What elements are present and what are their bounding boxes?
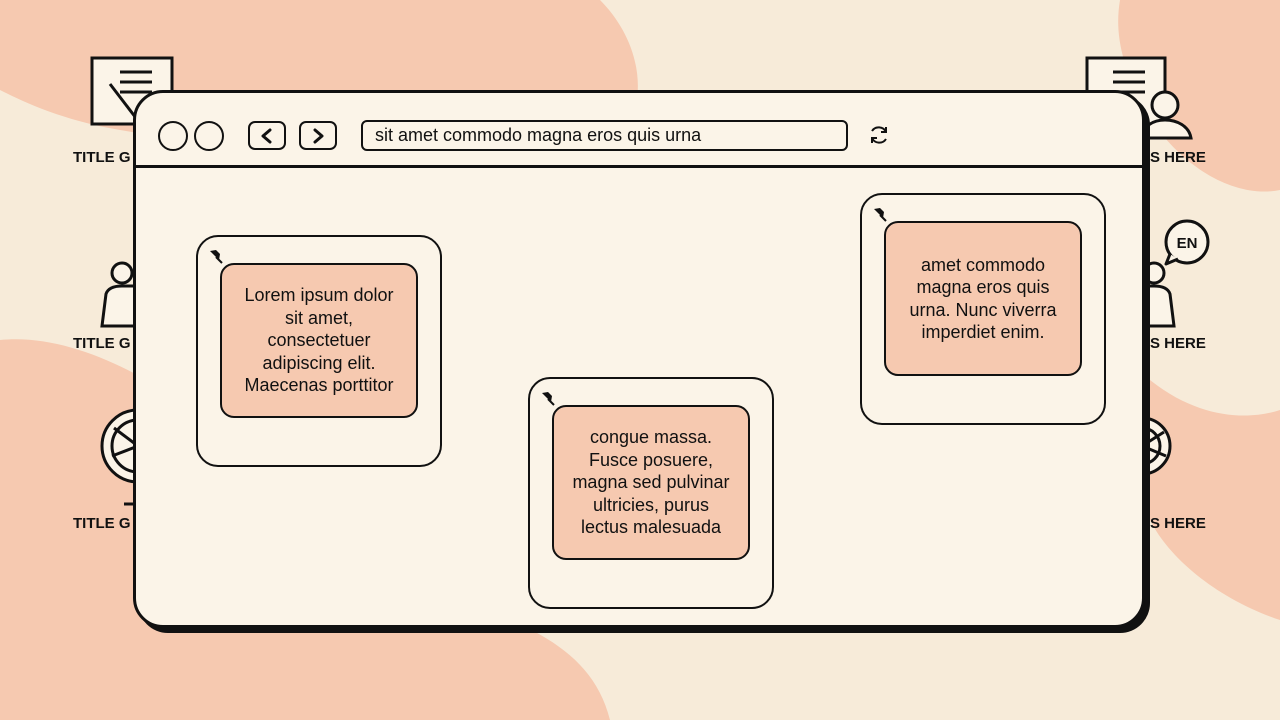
wheel-icon [1140,416,1172,476]
side-label-left-mid: TITLE G [73,335,131,352]
language-badge: EN [1177,235,1198,252]
side-label-left-top: TITLE G [73,149,131,166]
language-bubble-icon: EN [1164,219,1210,266]
browser-toolbar: sit amet commodo magna eros quis urna [136,93,1142,168]
address-bar[interactable]: sit amet commodo magna eros quis urna [361,120,848,151]
person-icon [100,261,138,328]
side-label-right-mid: S HERE [1150,335,1206,352]
forward-button[interactable] [299,121,337,150]
note-text: congue massa. Fusce posuere, magna sed p… [552,405,750,560]
pin-icon [542,392,555,406]
window-control-button[interactable] [194,121,224,151]
chevron-left-icon [261,128,272,143]
note-card[interactable]: amet commodo magna eros quis urna. Nunc … [860,193,1106,425]
chevron-right-icon [313,128,324,143]
side-label-left-bottom: TITLE G [73,515,131,532]
note-card[interactable]: Lorem ipsum dolor sit amet, consectetuer… [196,235,442,467]
window-control-button[interactable] [158,121,188,151]
note-card[interactable]: congue massa. Fusce posuere, magna sed p… [528,377,774,609]
pin-icon [210,250,223,264]
refresh-icon[interactable] [867,123,891,147]
browser-window: sit amet commodo magna eros quis urna Lo… [133,90,1145,628]
note-text: Lorem ipsum dolor sit amet, consectetuer… [220,263,418,418]
note-text: amet commodo magna eros quis urna. Nunc … [884,221,1082,376]
pin-icon [874,208,887,222]
side-label-right-bottom: S HERE [1150,515,1206,532]
side-label-right-top: S HERE [1150,149,1206,166]
back-button[interactable] [248,121,286,150]
